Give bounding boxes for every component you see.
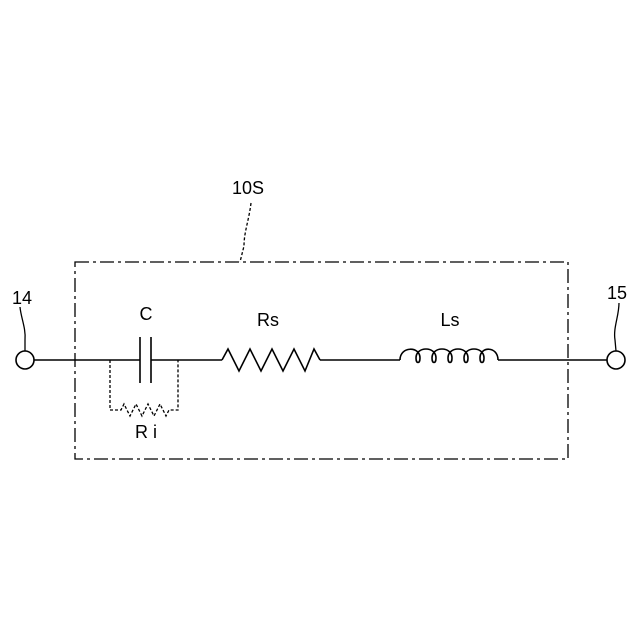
terminal-right-leader — [615, 303, 619, 351]
series-resistor — [222, 349, 320, 371]
module-leader-line — [240, 203, 251, 262]
series-resistor-label: Rs — [257, 310, 279, 330]
internal-resistor-branch — [110, 360, 178, 416]
terminal-right-label: 15 — [607, 283, 627, 303]
inductor — [400, 349, 498, 363]
capacitor-label: C — [140, 304, 153, 324]
terminal-left-label: 14 — [12, 288, 32, 308]
terminal-left-leader — [20, 307, 25, 351]
terminal-right-node — [607, 351, 625, 369]
inductor-label: Ls — [440, 310, 459, 330]
terminal-left-node — [16, 351, 34, 369]
internal-resistor-label: R i — [135, 422, 157, 442]
module-label: 10S — [232, 178, 264, 198]
